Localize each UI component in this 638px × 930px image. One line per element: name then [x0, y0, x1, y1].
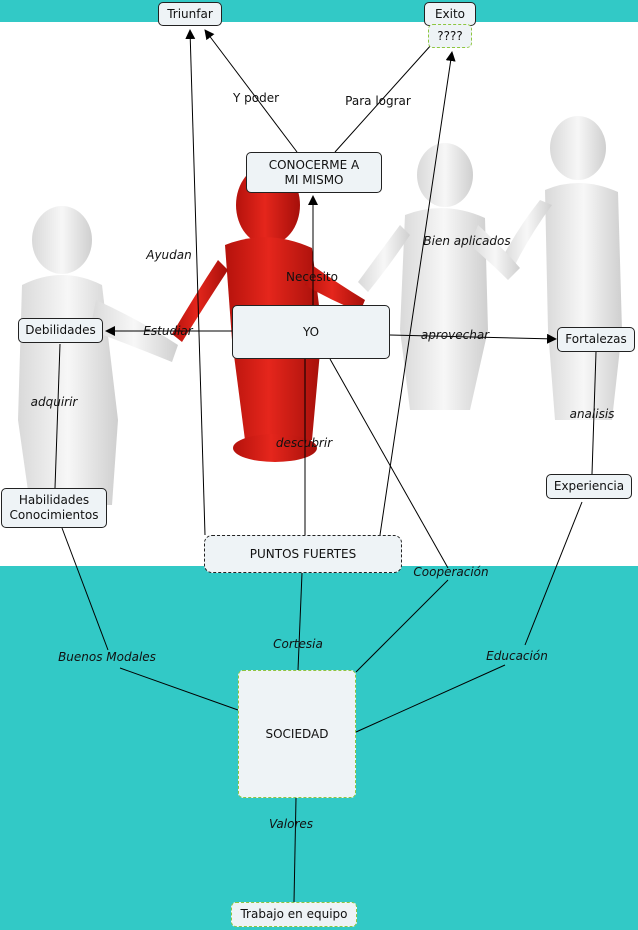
label-educacion: Educación [486, 649, 548, 663]
edge-experiencia-sociedad [525, 502, 582, 645]
node-trabajo-en-equipo[interactable]: Trabajo en equipo [231, 902, 357, 927]
node-habilidades[interactable]: Habilidades Conocimientos [1, 488, 107, 528]
label-aprovechar: aprovechar [421, 328, 489, 342]
label-valores: Valores [269, 817, 313, 831]
label-descubrir: descubrir [276, 436, 332, 450]
node-conocerme[interactable]: CONOCERME A MI MISMO [246, 152, 382, 193]
label-buenos-modales: Buenos Modales [58, 650, 156, 664]
node-question[interactable]: ???? [428, 24, 472, 48]
label-necesito: Necesito [286, 270, 338, 284]
edge-educacion-sociedad [356, 665, 505, 732]
label-bien-aplicados: Bien aplicados [423, 234, 510, 248]
label-para-lograr: Para lograr [345, 94, 411, 108]
edge-debilidades-habilidades [55, 344, 60, 488]
label-cooperacion: Cooperación [413, 565, 488, 579]
node-yo[interactable]: YO [232, 305, 390, 359]
edge-puntos-sociedad [298, 573, 302, 670]
label-cortesia: Cortesia [273, 637, 323, 651]
node-exito[interactable]: Exito [424, 2, 476, 26]
edge-modales-sociedad [120, 668, 238, 710]
node-debilidades[interactable]: Debilidades [18, 318, 103, 343]
label-adquirir: adquirir [31, 395, 78, 409]
edge-sociedad-trabajo [294, 798, 296, 902]
node-experiencia[interactable]: Experiencia [546, 474, 632, 499]
node-puntos-fuertes[interactable]: PUNTOS FUERTES [204, 535, 402, 573]
label-ayudan: Ayudan [146, 248, 192, 262]
edge-cooperacion-sociedad [356, 580, 448, 672]
node-fortalezas[interactable]: Fortalezas [557, 327, 635, 352]
edge-puntos-question [380, 52, 452, 535]
label-analisis: analisis [570, 407, 615, 421]
node-sociedad[interactable]: SOCIEDAD [238, 670, 356, 798]
edge-habilidades-sociedad [62, 528, 108, 650]
node-triunfar[interactable]: Triunfar [158, 2, 222, 26]
label-y-poder: Y poder [233, 91, 279, 105]
label-estudiar: Estudiar [143, 324, 192, 338]
edge-puntos-triunfar [190, 30, 205, 535]
